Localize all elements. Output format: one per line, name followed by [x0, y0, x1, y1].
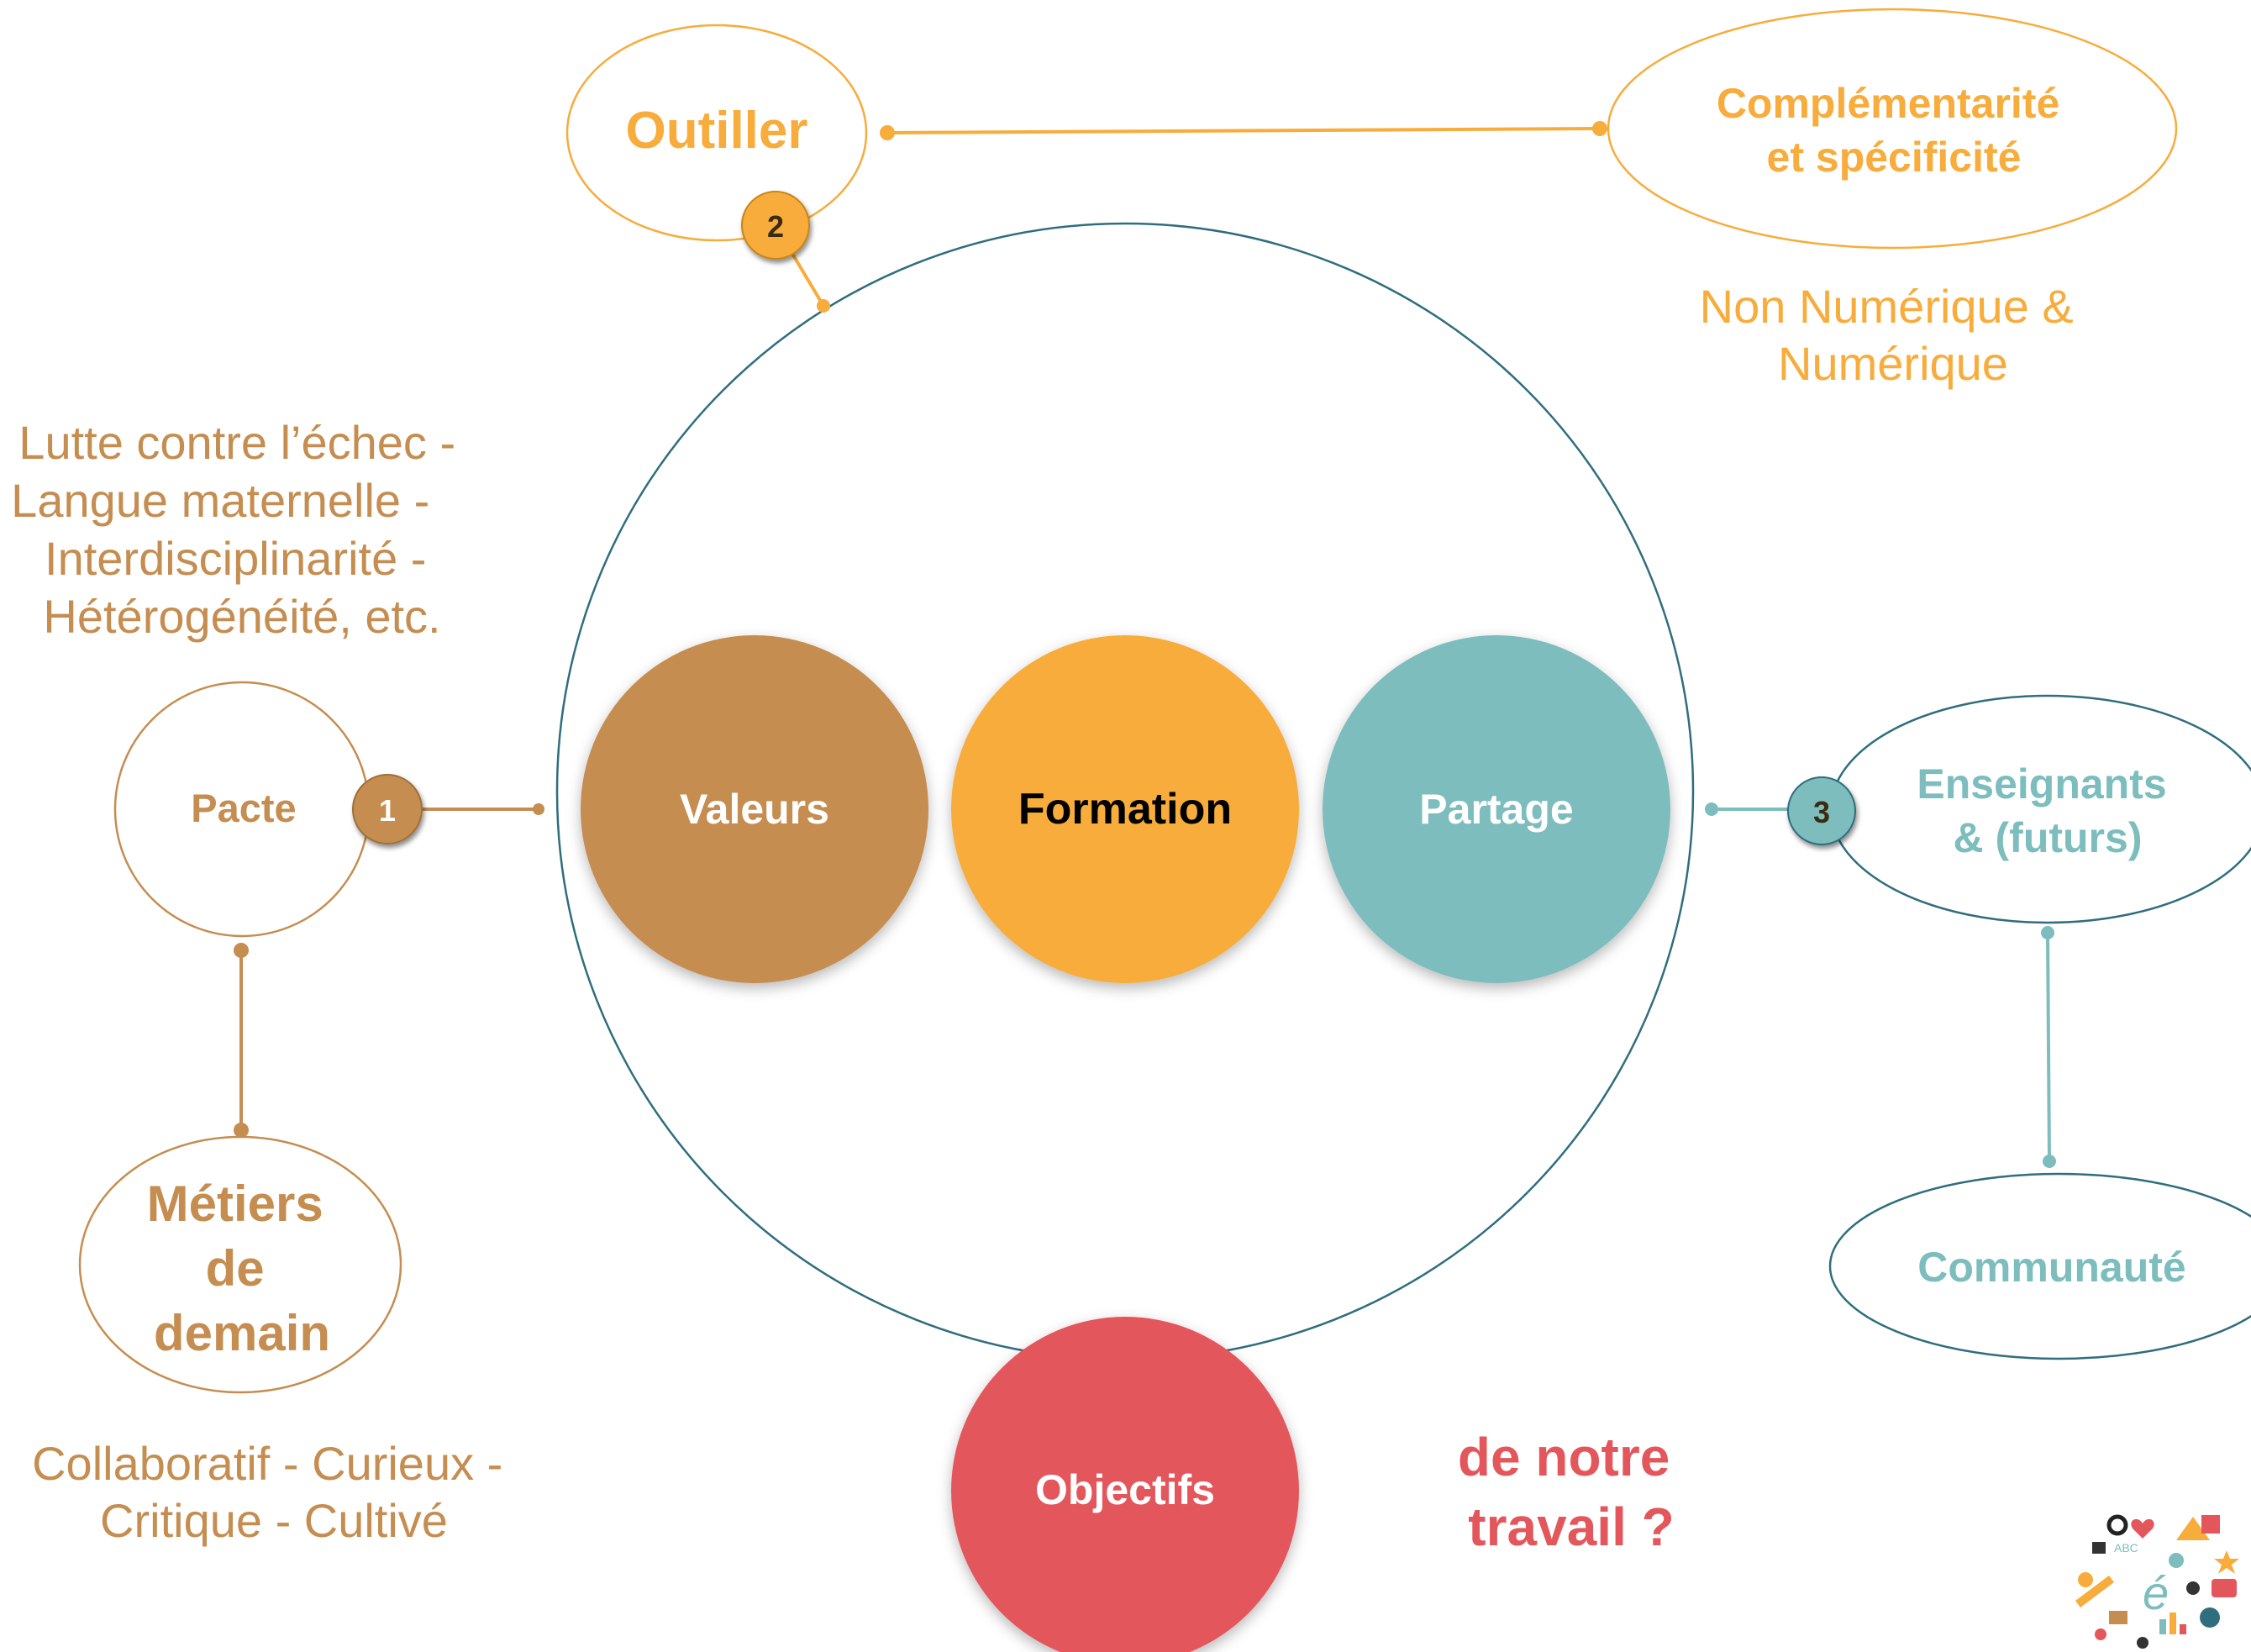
outiller-node[interactable] — [565, 24, 868, 242]
connector-dot — [817, 299, 830, 313]
question-line: de notre — [1458, 1427, 1670, 1487]
camera-icon — [2212, 1579, 2237, 1597]
pacte-description-line: Hétérogénéité, etc. — [43, 590, 440, 643]
communaute-label: Communauté — [1917, 1244, 2185, 1291]
core-values: Valeurs Formation Partage — [581, 635, 1670, 983]
logo-dot — [2186, 1581, 2200, 1595]
badge-1-label: 1 — [379, 793, 396, 828]
objectifs-label: Objectifs — [1035, 1466, 1215, 1513]
metiers-label-line: demain — [154, 1305, 330, 1361]
heart-icon — [2131, 1518, 2154, 1539]
complementarite-label: Complémentarité et spécificité — [1717, 80, 2071, 181]
connector-dot — [234, 1123, 249, 1138]
metiers-description-line: Critique - Cultivé — [100, 1494, 448, 1547]
logo-grid — [2092, 1542, 2106, 1554]
objectives-group: Objectifs de notre travail ? — [951, 1317, 1685, 1652]
connector-dot — [234, 943, 249, 958]
complementarite-node[interactable] — [1607, 8, 2178, 250]
chart-icon — [2169, 1613, 2176, 1634]
complementarite-description-line: Non Numérique & — [1700, 280, 2074, 333]
connector-dot — [880, 125, 895, 140]
chart-icon — [2180, 1624, 2186, 1634]
metiers-label-line: Métiers — [147, 1176, 323, 1232]
complementarite-label-line: et spécificité — [1767, 134, 2022, 181]
globe-icon — [2200, 1607, 2220, 1628]
connector-2-child — [886, 127, 1601, 134]
branch-3: Enseignants & (futurs) 3 Communauté — [1705, 694, 2251, 1360]
enseignants-label-line: Enseignants — [1917, 760, 2166, 808]
metiers-label-line: de — [206, 1240, 265, 1297]
complementarite-label-line: Complémentarité — [1717, 80, 2059, 127]
logo-abc: ABC — [2114, 1541, 2138, 1555]
formation-label: Formation — [1018, 785, 1232, 834]
star-icon — [2214, 1550, 2239, 1574]
pacte-description-line: Langue maternelle - — [11, 474, 429, 527]
chart-icon — [2159, 1619, 2166, 1634]
logo-dot — [2137, 1637, 2148, 1649]
outiller-label: Outiller — [625, 102, 807, 160]
metiers-label: Métiers de demain — [147, 1176, 338, 1361]
metiers-description-line: Collaboratif - Curieux - — [32, 1437, 502, 1490]
pacte-description-line: Interdisciplinarité - — [45, 532, 426, 585]
connector-dot — [2043, 1155, 2056, 1168]
book-icon — [2109, 1611, 2127, 1624]
formation-circle[interactable] — [951, 635, 1299, 983]
pacte-label: Pacte — [191, 786, 296, 830]
letter-a-icon — [2201, 1515, 2220, 1534]
metiers-node[interactable] — [78, 1135, 402, 1394]
branch-2: Outiller 2 Complémentarité et spécificit… — [565, 8, 2178, 390]
logo-dot — [2078, 1572, 2093, 1587]
question-text: de notre travail ? — [1458, 1427, 1685, 1557]
pacte-description: Lutte contre l’échec - Langue maternelle… — [11, 416, 469, 643]
connector-dot — [1592, 121, 1607, 136]
objectifs-circle[interactable] — [951, 1317, 1299, 1652]
connector-dot — [2041, 926, 2054, 939]
logo-dot — [2169, 1553, 2184, 1568]
branch-1: Pacte 1 Lutte contre l’échec - Langue ma… — [11, 416, 544, 1547]
logo-dot — [2106, 1514, 2128, 1536]
complementarite-description-line: Numérique — [1778, 337, 2008, 390]
connector-dot — [1705, 802, 1718, 816]
logo-letter: é — [2143, 1566, 2169, 1619]
education-collage-icon: ABC é — [2075, 1514, 2239, 1649]
partage-label: Partage — [1419, 786, 1573, 833]
logo-dot — [2095, 1628, 2106, 1640]
badge-3-label: 3 — [1813, 795, 1830, 829]
badge-2[interactable] — [741, 191, 810, 260]
ruler-icon — [2075, 1576, 2114, 1607]
badge-1[interactable] — [352, 774, 423, 844]
badge-3[interactable] — [1787, 776, 1856, 845]
metiers-description: Collaboratif - Curieux - Critique - Cult… — [32, 1437, 516, 1547]
triangle-icon — [2176, 1517, 2210, 1540]
communaute-node[interactable] — [1828, 1172, 2251, 1360]
valeurs-circle[interactable] — [581, 635, 928, 983]
pacte-description-line: Lutte contre l’échec - — [18, 416, 455, 469]
badge-2-label: 2 — [767, 209, 784, 244]
enseignants-label-line: & (futurs) — [1954, 814, 2143, 861]
valeurs-label: Valeurs — [680, 786, 829, 833]
complementarite-description: Non Numérique & Numérique — [1700, 280, 2087, 390]
question-line: travail ? — [1468, 1497, 1674, 1557]
partage-circle[interactable] — [1323, 635, 1670, 983]
connector-3-child — [2046, 932, 2051, 1162]
enseignants-label: Enseignants & (futurs) — [1917, 760, 2178, 861]
enseignants-node[interactable] — [1829, 694, 2251, 924]
connector-dot — [533, 803, 544, 815]
